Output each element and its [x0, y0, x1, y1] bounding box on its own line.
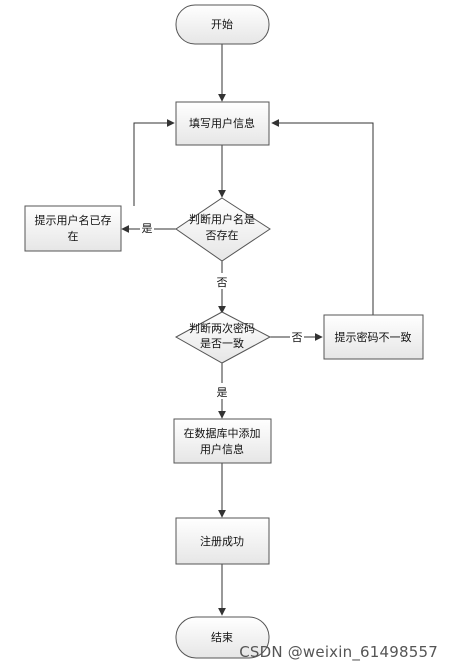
node-prompt-exists-label-2: 在 [68, 230, 79, 243]
node-check-pw-label-1: 判断两次密码 [189, 321, 255, 335]
node-check-exists: 判断用户名是 否存在 [175, 197, 271, 262]
node-add-db: 在数据库中添加 用户信息 [173, 418, 272, 464]
node-prompt-exists-label-1: 提示用户名已存 [35, 213, 112, 227]
node-start-label: 开始 [211, 17, 233, 31]
watermark: CSDN @weixin_61498557 [239, 643, 438, 661]
node-prompt-exists: 提示用户名已存 在 [24, 205, 122, 252]
node-end: 结束 [175, 616, 270, 659]
node-check-pw-label-2: 是否一致 [200, 336, 244, 350]
node-success: 注册成功 [175, 517, 270, 565]
edge-label-exists-no: 否 [217, 276, 228, 289]
node-fill-info: 填写用户信息 [175, 101, 270, 146]
node-end-label: 结束 [211, 631, 233, 644]
edge-label-exists-yes: 是 [142, 222, 153, 235]
edge-prompt-exists-back-to-fill [133, 119, 175, 206]
node-prompt-pw-label: 提示密码不一致 [335, 330, 412, 344]
node-check-exists-label-2: 否存在 [206, 228, 239, 242]
node-start: 开始 [175, 4, 270, 45]
node-fill-info-label: 填写用户信息 [189, 116, 255, 130]
node-add-db-label-1: 在数据库中添加 [184, 426, 261, 440]
edge-prompt-pw-back-to-fill [271, 119, 374, 315]
node-check-exists-label-1: 判断用户名是 [189, 212, 255, 226]
edge-labels: 是 否 否 是 [140, 220, 304, 399]
edge-label-pw-no: 否 [292, 331, 303, 344]
node-check-pw: 判断两次密码 是否一致 [174, 311, 272, 364]
node-success-label: 注册成功 [200, 534, 244, 548]
node-prompt-pw: 提示密码不一致 [323, 314, 424, 360]
edge-label-pw-yes: 是 [217, 386, 228, 399]
node-add-db-label-2: 用户信息 [200, 442, 244, 456]
